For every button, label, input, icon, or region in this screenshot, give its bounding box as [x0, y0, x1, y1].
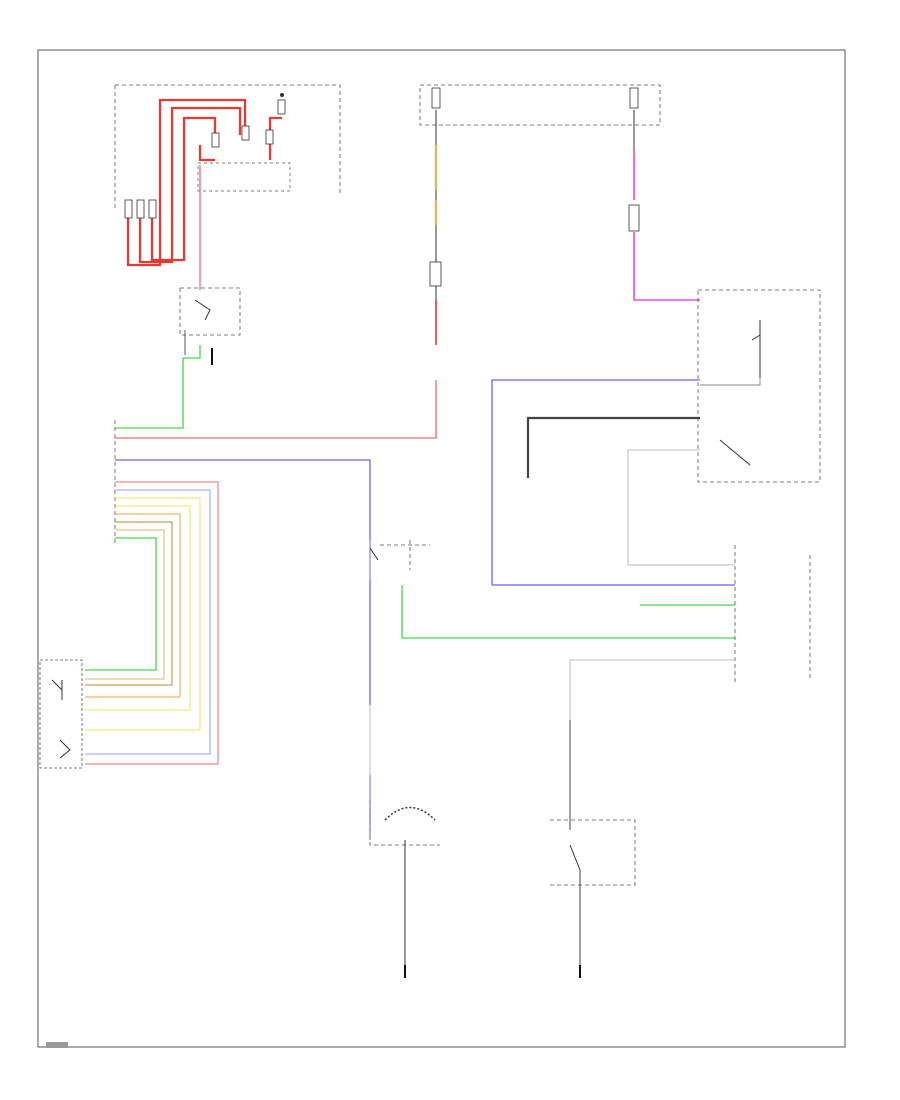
- ecm-connector: [85, 420, 371, 765]
- relay-box: [197, 162, 291, 192]
- red-power-wires: [124, 98, 282, 290]
- gray-wire: [627, 449, 735, 566]
- accelerator-pedal-sensor: [39, 659, 83, 769]
- brake-switch-centre: [369, 540, 430, 580]
- green-signal-centre: [401, 585, 735, 639]
- park-position-switch: [550, 720, 636, 978]
- green-signal-wire: [115, 345, 213, 429]
- junction-connector-right: [569, 545, 811, 720]
- magenta-feed: [628, 110, 700, 301]
- hot-at-all-times-fuse-block: [114, 84, 341, 210]
- shift-lock-switch-box: [697, 289, 821, 483]
- diagram-frame: [37, 49, 846, 1048]
- footer-mark: [46, 1042, 68, 1048]
- black-ground-wire: [526, 378, 761, 478]
- fuse-box-under-dash: [419, 84, 661, 126]
- blue-wire-right: [491, 379, 735, 586]
- transmission-range-switch: [369, 705, 440, 978]
- centre-power-feed: [115, 110, 442, 439]
- brake-pedal-switch: [179, 287, 241, 355]
